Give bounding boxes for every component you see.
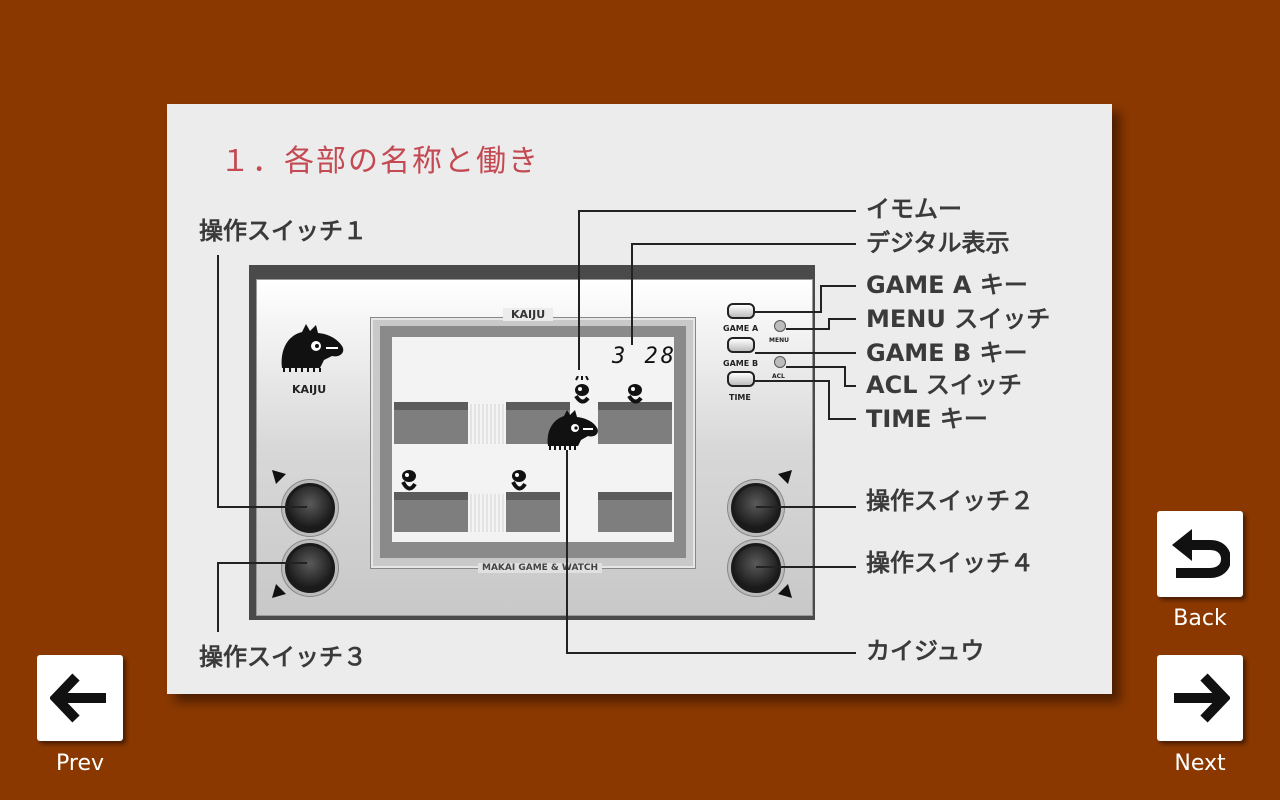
label-acl-switch: ACL スイッチ xyxy=(866,371,1022,399)
control-switch-4[interactable] xyxy=(731,543,781,593)
leader-line xyxy=(786,366,846,368)
cliff-upper-left xyxy=(394,404,468,444)
cliff-lower-mid xyxy=(506,494,560,532)
waterfall xyxy=(468,494,506,532)
label-time-key: TIME キー xyxy=(866,405,988,433)
imomu-icon xyxy=(574,376,590,404)
leader-line xyxy=(755,311,821,313)
imomu-icon xyxy=(627,384,643,404)
waterfall xyxy=(468,404,506,444)
cliff-edge xyxy=(394,492,468,500)
imomu-icon xyxy=(511,470,527,491)
label-game-a-key: GAME A キー xyxy=(866,271,1028,299)
kaiju-logo-icon xyxy=(281,324,344,372)
control-switch-1[interactable] xyxy=(285,483,335,533)
leader-line xyxy=(566,450,568,654)
leader-line xyxy=(820,285,822,313)
game-b-key[interactable] xyxy=(727,337,755,353)
cliff-lower-right xyxy=(598,494,672,532)
arrow-down-left-icon xyxy=(272,584,286,598)
back-button[interactable] xyxy=(1157,511,1243,597)
label-switch-2: 操作スイッチ２ xyxy=(866,487,1034,515)
page-title: １．各部の名称と働き xyxy=(220,144,540,179)
leader-line xyxy=(786,328,830,330)
leader-line xyxy=(844,366,846,387)
leader-line xyxy=(566,652,856,654)
return-icon xyxy=(1172,529,1230,578)
cliff-lower-left xyxy=(394,494,468,532)
label-imomu: イモムー xyxy=(866,195,962,223)
leader-line xyxy=(631,243,856,245)
game-a-key-label: GAME A xyxy=(723,324,759,333)
leader-line xyxy=(820,285,856,287)
arrow-up-left-icon xyxy=(272,470,286,484)
leader-line xyxy=(217,562,219,632)
digital-display: 3 28 xyxy=(612,344,677,369)
maker-label: MAKAI GAME & WATCH xyxy=(478,563,602,573)
cliff-edge xyxy=(506,402,570,410)
acl-switch[interactable] xyxy=(774,356,786,368)
imomu-icon xyxy=(401,470,417,491)
cliff-upper-right xyxy=(598,404,672,444)
label-switch-4: 操作スイッチ４ xyxy=(866,549,1034,577)
leader-line xyxy=(828,380,830,420)
next-label[interactable]: Next xyxy=(1174,751,1226,776)
cliff-edge xyxy=(598,402,672,410)
leader-line xyxy=(756,566,856,568)
leader-line xyxy=(755,352,856,354)
arrow-up-right-icon xyxy=(778,470,792,484)
label-kaiju: カイジュウ xyxy=(866,637,985,665)
cliff-edge xyxy=(598,492,672,500)
next-button[interactable] xyxy=(1157,655,1243,741)
time-key[interactable] xyxy=(727,371,755,387)
kaiju-icon xyxy=(547,410,598,450)
kaiju-logo-text: KAIJU xyxy=(292,383,327,396)
arrow-down-right-icon xyxy=(778,584,792,598)
prev-label[interactable]: Prev xyxy=(56,751,104,776)
leader-line xyxy=(828,318,830,330)
label-digital-display: デジタル表示 xyxy=(866,229,1010,257)
time-key-label: TIME xyxy=(729,393,751,402)
acl-switch-label: ACL xyxy=(772,373,785,380)
leader-line xyxy=(844,385,856,387)
leader-line xyxy=(828,318,856,320)
label-switch-1: 操作スイッチ１ xyxy=(199,217,367,245)
arrow-right-icon xyxy=(1174,673,1230,723)
label-switch-3: 操作スイッチ３ xyxy=(199,643,367,671)
leader-line xyxy=(578,210,856,212)
menu-switch[interactable] xyxy=(774,320,786,332)
cliff-edge xyxy=(394,402,468,410)
leader-line xyxy=(217,562,307,564)
leader-line xyxy=(217,255,219,507)
leader-line xyxy=(631,243,633,345)
screen-title: KAIJU xyxy=(503,308,554,321)
label-game-b-key: GAME B キー xyxy=(866,339,1028,367)
game-b-key-label: GAME B xyxy=(723,359,759,368)
arrow-left-icon xyxy=(50,673,106,723)
leader-line xyxy=(578,210,580,370)
control-switch-2[interactable] xyxy=(731,483,781,533)
leader-line xyxy=(755,380,829,382)
leader-line xyxy=(217,506,307,508)
control-switch-3[interactable] xyxy=(285,543,335,593)
leader-line xyxy=(828,418,856,420)
prev-button[interactable] xyxy=(37,655,123,741)
back-label[interactable]: Back xyxy=(1173,606,1227,631)
game-a-key[interactable] xyxy=(727,303,755,319)
menu-switch-label: MENU xyxy=(769,337,789,344)
label-menu-switch: MENU スイッチ xyxy=(866,305,1051,333)
cliff-edge xyxy=(506,492,560,500)
leader-line xyxy=(756,506,856,508)
